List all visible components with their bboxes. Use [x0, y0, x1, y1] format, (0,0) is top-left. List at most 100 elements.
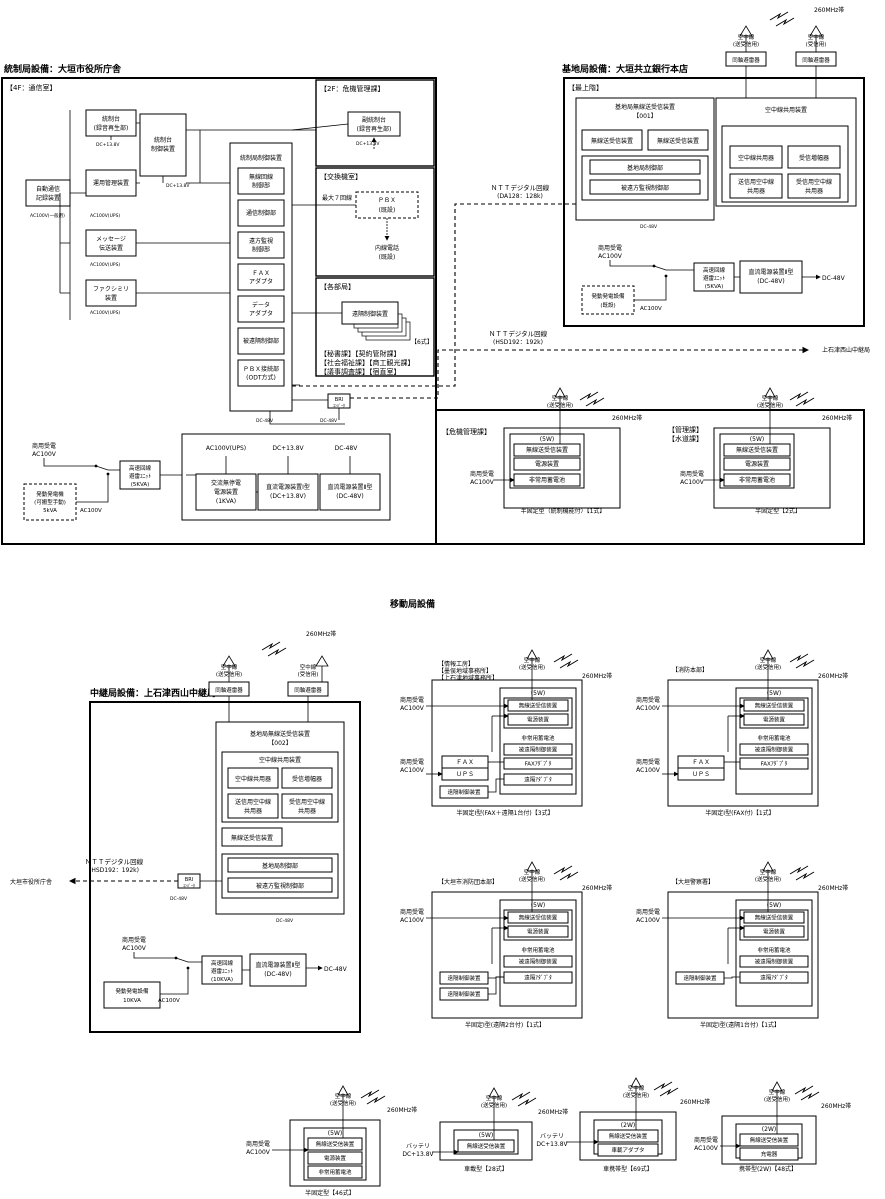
relay-base-ctrl — [227, 857, 333, 873]
ac100v-gen: AC100V — [80, 508, 102, 514]
ac-ups-fax: AC100V(UPS) — [90, 310, 120, 316]
generator-link — [76, 474, 109, 503]
commercial-power: 商用受電 — [400, 908, 424, 916]
message-l2: 伝送装置 — [99, 244, 123, 252]
remote-ctrl-box-0-label: 遠隔制御装置 — [447, 974, 481, 982]
relay-dc48-bri: DC-48V — [170, 896, 188, 902]
dc-unit-2-l1: 直流電源装置Ⅱ型 — [328, 483, 373, 491]
remote-ctrl-unit — [503, 955, 573, 968]
wireless-unit — [513, 443, 581, 457]
fax-adapter — [739, 757, 809, 770]
relay-dc-l2: (DC-48V) — [264, 971, 291, 978]
ac100v: AC100V — [636, 705, 661, 712]
small2-caption: 車載型【28式】 — [464, 1165, 508, 1173]
small-item-0-label: 無線送受信装置 — [467, 1142, 506, 1150]
remote-ctrl-box-0-label: 遠隔制御装置 — [447, 788, 481, 796]
power-up-arrows — [186, 456, 351, 493]
exchange-frame — [315, 167, 435, 277]
generator-c-l3: 5kVA — [43, 508, 57, 514]
dc48-base: DC-48V — [640, 224, 658, 230]
sub-stations-frame — [435, 409, 865, 545]
antenna-label: 空中線 — [762, 394, 779, 402]
emergency-battery-label: 非常用蓄電池 — [739, 476, 775, 484]
base-ant-rx-l1: 空中線 — [808, 33, 825, 41]
hs-breaker-c-l3: (5KVA) — [131, 482, 150, 488]
mobile-stations: 空中線(送受信用)260MHz帯(5W)無線送受信装置電源装置非常用蓄電池被遠隔… — [246, 649, 851, 1187]
base-station-frame — [563, 77, 865, 327]
base-gen-link — [634, 276, 667, 301]
ctrl-item-2-label: 制御部 — [252, 245, 270, 253]
relay-dc48-in: DC-48V — [276, 918, 294, 924]
commercial-power: 商用受電 — [636, 696, 660, 704]
input-label-1: バッテリ — [406, 1143, 430, 1150]
antenna-sub-label: (送受信用) — [519, 663, 545, 671]
ctrl-item-2 — [237, 231, 285, 259]
relay-ant-tx-l2: (送受信用) — [216, 670, 242, 678]
ac-ups-msg: AC100V(UPS) — [90, 262, 120, 268]
ctrl-item-4-label: アダプタ — [249, 309, 273, 317]
relay-ant-share-unit — [227, 767, 279, 789]
ntt-1-sub: (DA128：128k) — [497, 193, 543, 200]
relay-generator — [103, 981, 161, 1009]
ext-phone-l2: (既設) — [379, 253, 396, 261]
commercial-power: 商用受電 — [636, 908, 660, 916]
relay-title: 中継局設備：上石津西山中継局 — [90, 687, 216, 699]
emergency-battery: 非常用蓄電池 — [521, 946, 555, 954]
antenna-icon — [762, 649, 774, 674]
base-tx-share-l2: 共用器 — [747, 187, 765, 195]
ups-box-label: ＵＰＳ — [456, 771, 474, 778]
comm-power-1: 商用受電 — [32, 442, 56, 450]
remote-ctrl-box-0-label: 遠隔制御装置 — [683, 974, 717, 982]
relay-dc-unit — [249, 953, 307, 987]
room-water-1: 【管理課】 — [668, 425, 703, 434]
relay-gen-l1: 発動発電設備 — [115, 987, 149, 995]
base-ant-tx-l1: 空中線 — [738, 33, 755, 41]
pbx-box — [355, 191, 419, 219]
remote-ctrl-unit-label: 被遠隔制御装置 — [755, 957, 794, 965]
dc-unit-2-l2: (DC-48V) — [336, 493, 363, 500]
antenna-label: 空中線 — [486, 1094, 503, 1102]
power-rating: (5W) — [531, 902, 545, 909]
base-dc-l1: 直流電源装置Ⅱ型 — [749, 268, 794, 276]
ctrl-item-5 — [237, 327, 285, 355]
antenna-sub-label: (送受信用) — [330, 1099, 356, 1107]
relay-radio-l1: 基地局無線送受信装置 — [250, 730, 310, 738]
radio-wave-icon — [789, 865, 815, 881]
ctrl-item-3-label: アダプタ — [249, 277, 273, 285]
wireless-unit-label: 無線送受信装置 — [526, 446, 568, 454]
power-unit-label: 電源装置 — [527, 927, 550, 935]
dc13-console: DC+13.8V — [96, 142, 120, 148]
fire2-title: 【消防本部】 — [672, 666, 708, 674]
small-item-0-label: 無線送受信装置 — [609, 1132, 648, 1140]
relay-comm-power: 商用受電 — [122, 936, 146, 944]
base-ctrl-label: 基地局制御部 — [627, 164, 663, 172]
base-radio-l1: 基地局無線送受信装置 — [615, 103, 675, 111]
small-item-1 — [307, 1151, 363, 1165]
input-label-2: AC100V — [694, 1145, 719, 1152]
relay-radio-label: 無線送受信装置 — [231, 834, 273, 842]
ctrl-item-6 — [237, 359, 285, 387]
console-ctrl-l1: 統制台 — [154, 136, 172, 144]
relay-remote-monitor — [227, 877, 333, 893]
ctrl-item-2-label: 遠方監視 — [249, 237, 273, 245]
relay-frame — [89, 701, 361, 1033]
relay-ant-tx-l1: 空中線 — [221, 663, 238, 671]
base-rx-amp — [787, 145, 841, 169]
ntt-2-sub: (HSD192：192k) — [493, 339, 543, 346]
ac-ups-unit-l3: (1KVA) — [216, 498, 236, 505]
to-cityhall-label: 大垣市役所庁舎 — [10, 878, 52, 886]
ac-ups-unit-l2: 電源装置 — [214, 488, 238, 496]
ctrl-item-4-label: データ — [252, 301, 270, 309]
station-ctrl-title: 統制局制御装置 — [240, 154, 282, 162]
message-l1: メッセージ — [96, 236, 126, 243]
antenna-label: 空中線 — [524, 868, 541, 876]
base-arrester-tx-label: 同軸避雷器 — [732, 56, 760, 64]
water-caption: 半固定型【2式】 — [755, 507, 801, 515]
base-rx-share-l1: 受信用空中線 — [796, 178, 832, 186]
antenna-label: 空中線 — [335, 1092, 352, 1100]
relay-ant-rx-l2: (受信用) — [298, 670, 319, 678]
emergency-battery: 非常用蓄電池 — [757, 946, 791, 954]
base-hs-l2: 避雷ﾕﾆｯﾄ — [703, 274, 725, 282]
ntt-1: ＮＴＴデジタル回線 — [491, 183, 550, 192]
dc48-out-label: DC-48V — [335, 445, 359, 452]
